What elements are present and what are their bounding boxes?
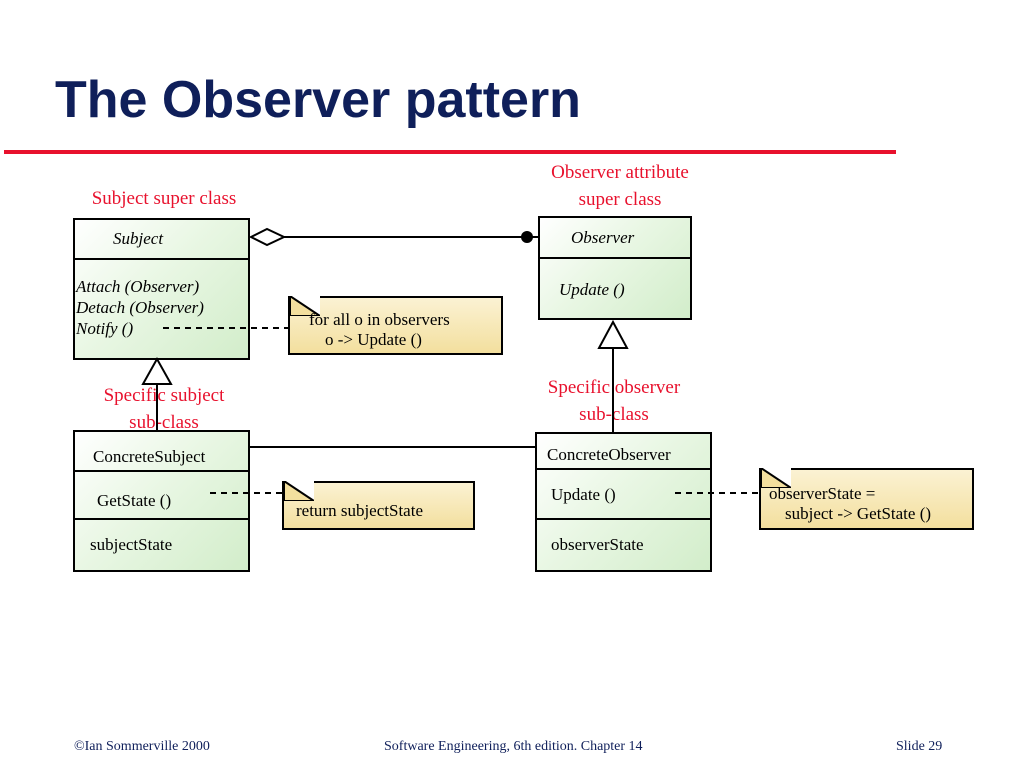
note-fold-icon — [284, 481, 314, 501]
specific-subject-label: Specific subject sub-class — [103, 385, 225, 433]
slide-title: The Observer pattern — [55, 71, 581, 129]
subject-inheritance-arrow-icon — [141, 356, 173, 385]
notify-note-line2: o -> Update () — [325, 330, 422, 349]
notify-note-line1: for all o in observers — [309, 310, 450, 329]
observer-operation: Update () — [559, 280, 625, 299]
note-fold-icon — [290, 296, 320, 316]
observer-super-label: Observer attribute super class — [551, 162, 689, 210]
subject-operations: Attach (Observer) Detach (Observer) Noti… — [76, 277, 204, 338]
subject-class: Subject Attach (Observer) Detach (Observ… — [73, 218, 250, 360]
update-note-line2: subject -> GetState () — [785, 504, 932, 523]
observer-class: Observer Update () — [538, 216, 692, 320]
concrete-observer-name: ConcreteObserver — [547, 445, 671, 464]
footer-book: Software Engineering, 6th edition. Chapt… — [384, 739, 643, 754]
concrete-observer-class: ConcreteObserver Update () observerState — [535, 432, 712, 572]
update-note: observerState = subject -> GetState () — [759, 468, 974, 530]
notify-note: for all o in observers o -> Update () — [288, 296, 503, 355]
concrete-observer-operation: Update () — [551, 485, 616, 504]
footer-copyright: ©Ian Sommerville 2000 — [74, 739, 210, 754]
getstate-note-line1: return subjectState — [296, 501, 423, 520]
subject-class-name: Subject — [113, 229, 164, 248]
note-fold-icon — [761, 468, 791, 488]
title-divider — [4, 150, 896, 154]
concrete-subject-class: ConcreteSubject GetState () subjectState — [73, 430, 250, 572]
update-note-line1: observerState = — [769, 484, 876, 503]
concrete-observer-attribute: observerState — [551, 535, 644, 554]
observer-class-name: Observer — [571, 228, 635, 247]
aggregation-diamond-icon — [248, 227, 287, 247]
footer-slide-number: Slide 29 — [896, 739, 943, 754]
concrete-subject-attribute: subjectState — [90, 535, 173, 554]
concrete-subject-name: ConcreteSubject — [93, 447, 206, 466]
subject-super-label: Subject super class — [91, 188, 237, 209]
getstate-note: return subjectState — [282, 481, 475, 530]
observer-inheritance-arrow-icon — [597, 319, 629, 349]
concrete-subject-operation: GetState () — [97, 491, 172, 510]
